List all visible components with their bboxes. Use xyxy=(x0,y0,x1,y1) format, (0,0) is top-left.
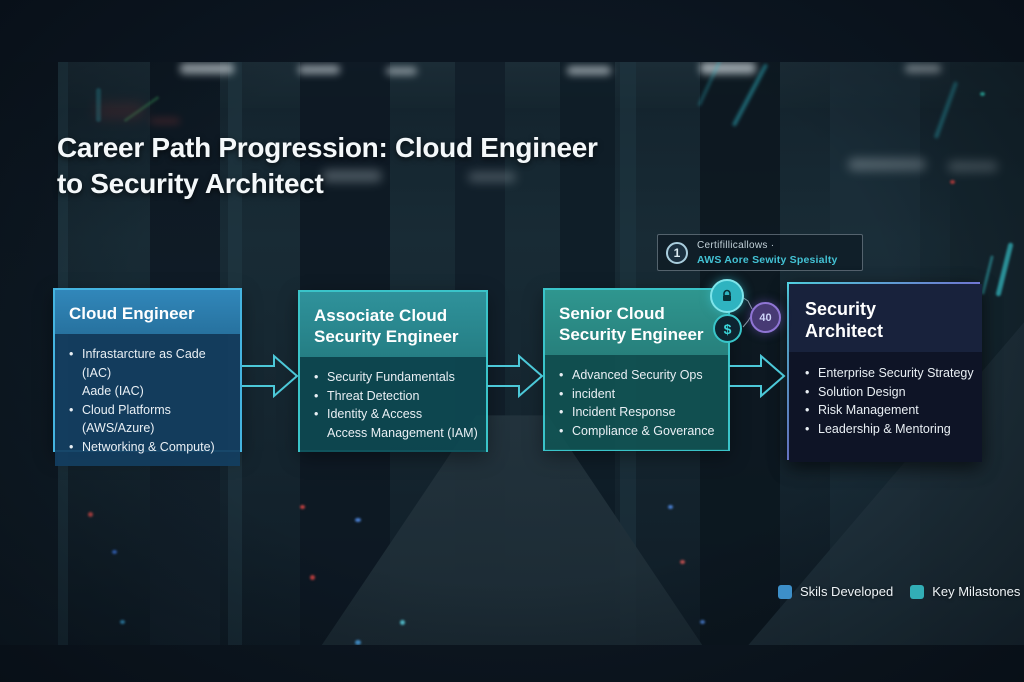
milestone-certificate-badge xyxy=(710,279,744,313)
card-security-architect: Security Architect Enterprise Security S… xyxy=(789,284,982,462)
callout-label: Certifillicallows · xyxy=(697,239,775,251)
legend-item-milestones: Key Milastones xyxy=(910,584,1020,599)
skill-item: Identity & Access Access Management (IAM… xyxy=(314,405,478,442)
skill-item: Advanced Security Ops xyxy=(559,366,720,385)
legend-item-skills: Skils Developed xyxy=(778,584,893,599)
legend-label: Key Milastones xyxy=(932,584,1021,599)
skill-item: Enterprise Security Strategy xyxy=(805,364,976,383)
legend-label: Skils Developed xyxy=(800,584,894,599)
skill-item: Security Fundamentals xyxy=(314,368,478,387)
card-title: Cloud Engineer xyxy=(69,304,195,323)
card-cloud-engineer: Cloud Engineer Infrastarcture as Cade (I… xyxy=(53,288,242,466)
certification-callout: 1 Certifillicallows · AWS Aore Sewity Sp… xyxy=(657,234,863,271)
card-body: Advanced Security Ops incident Incident … xyxy=(545,355,728,450)
card-header: Security Architect xyxy=(789,284,982,352)
card-header: Cloud Engineer xyxy=(55,290,240,334)
skills-list: Infrastarcture as Cade (IAC) Aade (IAC) … xyxy=(69,345,232,456)
skill-item: Cloud Platforms (AWS/Azure) xyxy=(69,401,232,438)
skill-item: Solution Design xyxy=(805,383,976,402)
milestone-40-badge: 40 xyxy=(750,302,781,333)
card-senior-cloud-security-engineer: Senior Cloud Security Engineer Advanced … xyxy=(543,288,730,451)
skills-list: Enterprise Security Strategy Solution De… xyxy=(805,364,976,438)
skill-item: Leadership & Mentoring xyxy=(805,420,976,439)
callout-text: Certifillicallows · AWS Aore Sewity Spes… xyxy=(697,240,838,266)
skill-item: Compliance & Goverance xyxy=(559,422,720,441)
page-title: Career Path Progression: Cloud Engineer … xyxy=(57,130,598,202)
skill-item: incident xyxy=(559,385,720,404)
card-security-architect-border: Security Architect Enterprise Security S… xyxy=(787,282,982,462)
milestones-swatch-icon xyxy=(910,584,925,599)
arrow-right-icon xyxy=(729,354,786,398)
arrow-right-icon xyxy=(487,354,544,398)
skill-item: Threat Detection xyxy=(314,387,478,406)
lock-icon xyxy=(723,289,731,301)
milestone-salary-badge: $ xyxy=(713,314,742,343)
card-associate-cloud-security-engineer: Associate Cloud Security Engineer Securi… xyxy=(298,290,488,452)
card-body: Enterprise Security Strategy Solution De… xyxy=(789,352,982,462)
legend: Skils Developed Key Milastones xyxy=(778,584,1020,599)
card-body: Infrastarcture as Cade (IAC) Aade (IAC) … xyxy=(55,334,240,466)
number-badge-icon: 1 xyxy=(666,241,688,264)
card-title: Associate Cloud Security Engineer xyxy=(314,306,459,346)
callout-value: AWS Aore Sewity Spesialty xyxy=(697,253,838,266)
arrow-right-icon xyxy=(242,354,299,398)
card-body: Security Fundamentals Threat Detection I… xyxy=(300,357,486,452)
skill-item: Infrastarcture as Cade (IAC) Aade (IAC) xyxy=(69,345,232,401)
skills-swatch-icon xyxy=(778,584,792,599)
card-header: Associate Cloud Security Engineer xyxy=(300,292,486,357)
card-title: Senior Cloud Security Engineer xyxy=(559,304,704,344)
skill-item: Incident Response xyxy=(559,403,720,422)
title-line-1: Career Path Progression: Cloud Engineer xyxy=(57,132,598,163)
skills-list: Security Fundamentals Threat Detection I… xyxy=(314,368,478,442)
skill-item: Risk Management xyxy=(805,401,976,420)
skill-item: Networking & Compute) xyxy=(69,438,232,457)
card-header: Senior Cloud Security Engineer xyxy=(545,290,728,355)
skills-list: Advanced Security Ops incident Incident … xyxy=(559,366,720,440)
card-title: Security Architect xyxy=(805,299,884,341)
title-line-2: to Security Architect xyxy=(57,168,324,199)
